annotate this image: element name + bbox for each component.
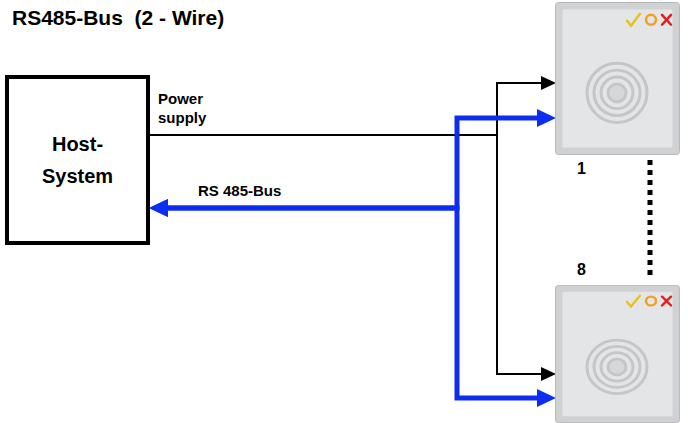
card-reader: 1 [555,2,680,155]
wire-label: RS 485-Bus [196,182,283,201]
card-reader: 8 [555,285,680,423]
ellipsis-dots [648,160,653,280]
callout-number: 8 [577,261,586,279]
host-system-box: Host- System [5,75,150,245]
box-label: Host- System [33,128,123,192]
callout-number: 1 [577,160,586,178]
bus-wire [168,208,537,398]
bus-wire [168,118,537,208]
reader-illustration [555,2,680,155]
power-wire [150,135,541,374]
power-wire [150,83,541,135]
reader-illustration [555,285,680,423]
wire-label: Power supply [156,90,240,128]
diagram-title: RS485-Bus (2 - Wire) [12,6,224,30]
